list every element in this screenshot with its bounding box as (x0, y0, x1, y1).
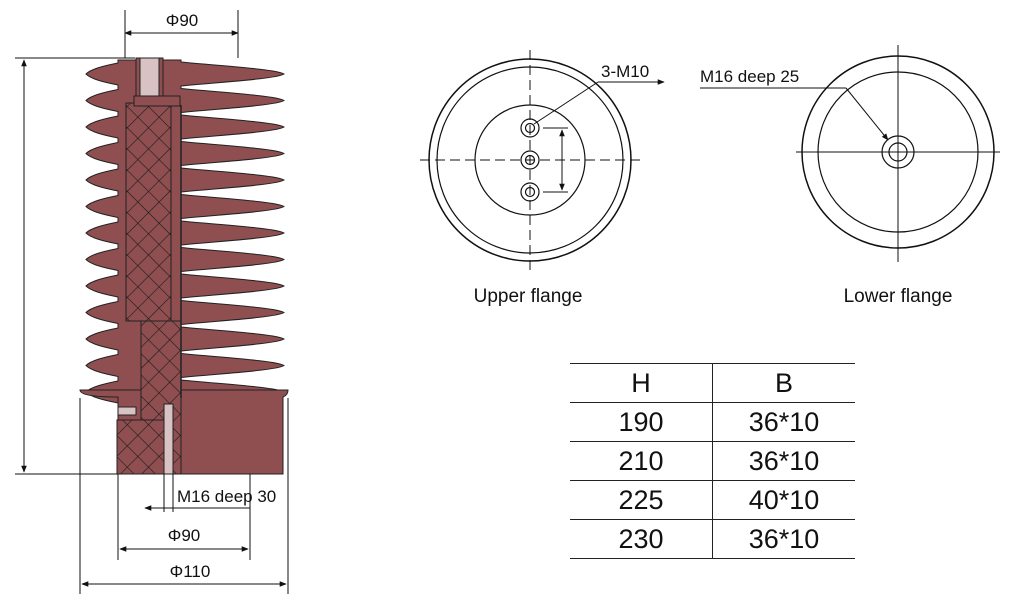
cell-b: 36*10 (712, 441, 855, 481)
bolt-hole (520, 182, 540, 202)
cell-h: 230 (570, 519, 713, 559)
bottom-outer-diameter-label: Φ110 (170, 562, 211, 581)
table-row: 225 40*10 (570, 480, 855, 520)
insulator-side-view (79, 57, 289, 475)
cell-b: 36*10 (712, 402, 855, 442)
table-header-row: H B (570, 363, 855, 403)
thread-leader (845, 87, 889, 141)
upper-flange-caption: Upper flange (474, 286, 583, 307)
table-row: 210 36*10 (570, 441, 855, 481)
table-row: 190 36*10 (570, 402, 855, 442)
top-diameter-label: Φ90 (166, 11, 198, 30)
hole-leader (533, 81, 599, 125)
thread-label: M16 deep 25 (700, 67, 799, 86)
insulator-base (79, 389, 289, 475)
bolt-hole (520, 118, 540, 138)
cell-b: 40*10 (712, 480, 855, 520)
bottom-inner-diameter-label: Φ90 (168, 526, 200, 545)
table-row: 230 36*10 (570, 519, 855, 559)
column-header-b: B (712, 363, 855, 403)
core-section-upper (125, 102, 172, 322)
insulator-body (85, 59, 285, 405)
bottom-insert-lug (117, 406, 137, 416)
cell-b: 36*10 (712, 519, 855, 559)
core-section-base (116, 419, 165, 475)
bolt-hole (520, 150, 540, 170)
cell-h: 190 (570, 402, 713, 442)
top-insert-ring (133, 95, 181, 107)
hole-label: 3-M10 (601, 62, 649, 81)
insulator-dimensions: Φ90 M16 deep 30 Φ90 Φ110 (15, 10, 289, 594)
spec-table: H B 190 36*10 210 36*10 225 40*10 230 36… (570, 363, 855, 559)
cell-h: 225 (570, 480, 713, 520)
cell-h: 210 (570, 441, 713, 481)
top-insert-thread (139, 57, 160, 99)
upper-flange-view: 3-M10 Upper flange (420, 50, 665, 307)
bottom-thread-label: M16 deep 30 (177, 487, 276, 506)
lower-flange-view: M16 deep 25 Lower flange (700, 45, 1000, 307)
column-header-h: H (570, 363, 713, 403)
lower-flange-caption: Lower flange (844, 286, 953, 307)
bottom-insert-thread (163, 403, 174, 475)
